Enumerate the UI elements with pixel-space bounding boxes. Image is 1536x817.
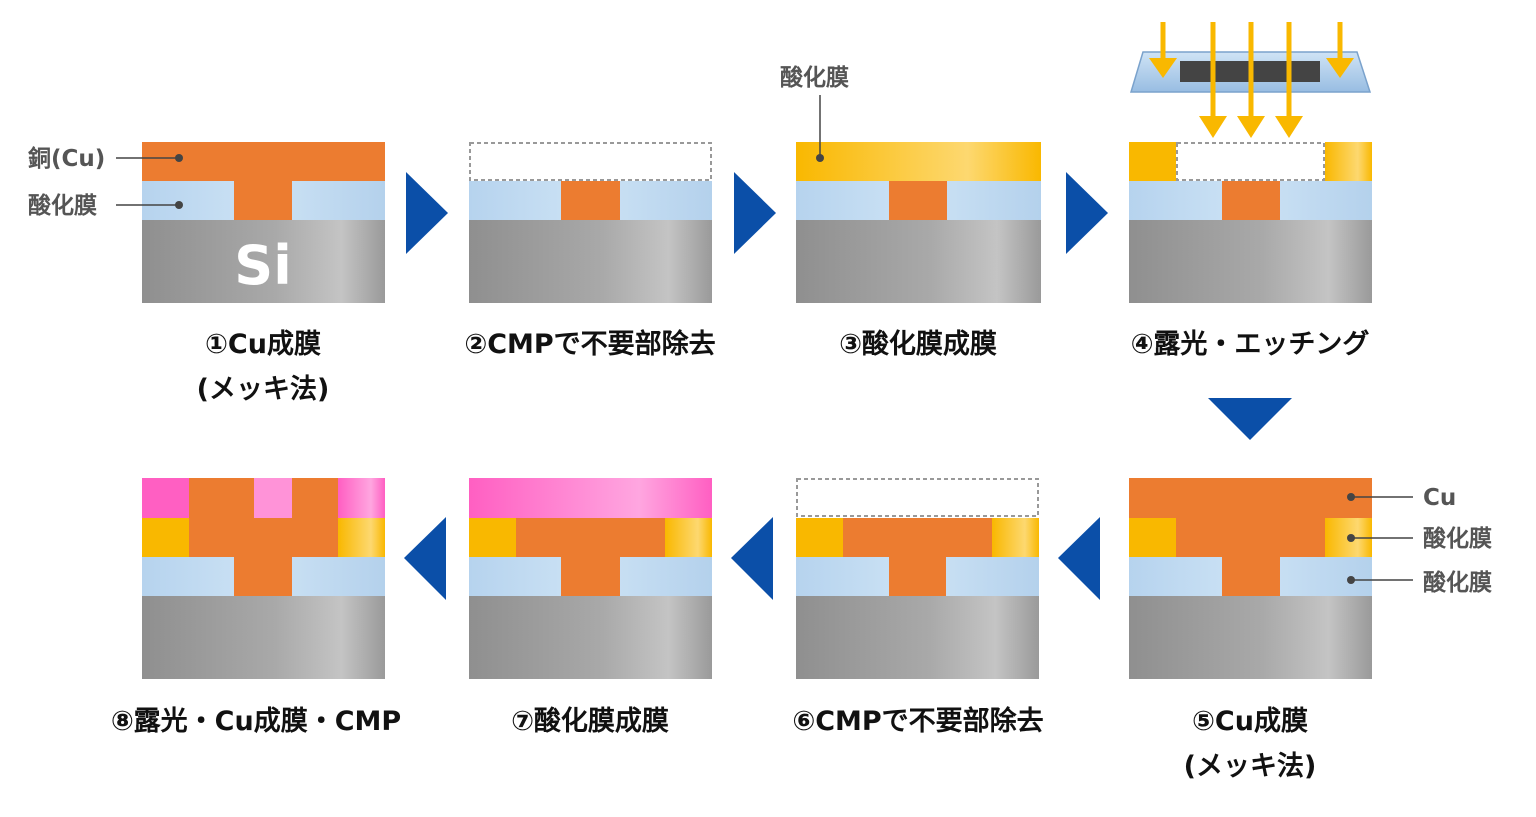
oxide-left-block xyxy=(796,518,843,557)
step-3-cross-section: 酸化膜 xyxy=(780,64,1041,303)
silicon-substrate xyxy=(796,220,1041,303)
oxide-left-block xyxy=(142,518,189,557)
exposure-light-rays-icon xyxy=(1149,22,1354,138)
copper-plug xyxy=(234,181,292,220)
oxide-callout-dot xyxy=(1347,576,1355,584)
step-5-caption: ⑤Cu成膜 xyxy=(1192,706,1308,737)
silicon-substrate xyxy=(1129,596,1372,679)
oxide-callout-label: 酸化膜 xyxy=(780,64,849,91)
copper-plug xyxy=(234,557,292,596)
step-4-caption: ④露光・エッチング xyxy=(1131,328,1370,360)
step-8-caption: ⑧露光・Cu成膜・CMP xyxy=(111,706,401,737)
silicon-substrate xyxy=(796,596,1039,679)
copper-layer xyxy=(142,142,385,181)
step-3-caption: ③酸化膜成膜 xyxy=(839,329,997,360)
step-6-caption: ⑥CMPで不要部除去 xyxy=(792,705,1043,737)
new-oxide-layer xyxy=(469,478,712,518)
oxide-callout-dot xyxy=(1347,534,1355,542)
silicon-substrate xyxy=(1129,220,1372,303)
step-1-caption-2: (メッキ法) xyxy=(197,374,330,405)
silicon-substrate xyxy=(469,220,712,303)
step-7-caption: ⑦酸化膜成膜 xyxy=(511,706,669,737)
copper-plug xyxy=(561,557,620,596)
oxide-left-block xyxy=(1129,142,1176,181)
pink-oxide-right xyxy=(338,478,385,518)
arrow-left-icon xyxy=(404,517,446,600)
copper-trench-fill xyxy=(843,518,992,557)
cu-callout-dot xyxy=(1347,493,1355,501)
copper-plug xyxy=(1222,557,1280,596)
copper-plug xyxy=(1222,181,1280,220)
step-5-caption-2: (メッキ法) xyxy=(1184,751,1317,782)
oxide-right-block xyxy=(1325,142,1372,181)
copper-trench-fill xyxy=(516,518,665,557)
oxide-right-block xyxy=(338,518,385,557)
step-7-cross-section xyxy=(469,478,712,679)
new-oxide-layer xyxy=(796,142,1041,181)
oxide-left-block xyxy=(1129,518,1176,557)
oxide-callout-label: 酸化膜 xyxy=(1423,525,1492,552)
arrow-right-icon xyxy=(1066,172,1108,254)
copper-plug xyxy=(561,181,620,220)
step-4-cross-section xyxy=(1129,22,1372,303)
copper-plug xyxy=(889,557,946,596)
oxide-callout-label: 酸化膜 xyxy=(1423,569,1492,596)
copper-trench-fill xyxy=(189,518,338,557)
cu-callout-label: Cu xyxy=(1423,485,1456,511)
pink-oxide-middle xyxy=(254,478,292,518)
oxide-left-block xyxy=(469,518,516,557)
copper-layer xyxy=(1129,478,1372,518)
arrow-right-icon xyxy=(734,172,776,254)
oxide-right-block xyxy=(665,518,712,557)
removed-copper-outline xyxy=(469,142,712,181)
oxide-callout-label: 酸化膜 xyxy=(28,192,97,219)
copper-top-left xyxy=(189,478,254,518)
oxide-callout-dot xyxy=(175,201,183,209)
oxide-right-block xyxy=(992,518,1039,557)
copper-trench-fill xyxy=(1176,518,1325,557)
arrow-down-icon xyxy=(1208,398,1292,440)
arrow-right-icon xyxy=(406,172,448,254)
step-2-cross-section xyxy=(469,142,712,303)
silicon-label: Si xyxy=(234,234,291,297)
removed-copper-outline xyxy=(796,478,1039,517)
pink-oxide-left xyxy=(142,478,189,518)
silicon-substrate xyxy=(142,596,385,679)
copper-top-right xyxy=(292,478,338,518)
step-2-caption: ②CMPで不要部除去 xyxy=(464,328,715,360)
step-5-cross-section: Cu 酸化膜 酸化膜 xyxy=(1129,478,1492,679)
arrow-left-icon xyxy=(731,517,773,600)
silicon-substrate xyxy=(469,596,712,679)
copper-callout-dot xyxy=(175,154,183,162)
etched-region-outline xyxy=(1176,142,1325,181)
oxide-callout-dot xyxy=(816,154,824,162)
silicon-substrate xyxy=(142,220,385,303)
copper-callout-label: 銅(Cu) xyxy=(28,145,105,172)
step-6-cross-section xyxy=(796,478,1039,679)
arrow-left-icon xyxy=(1058,517,1100,600)
copper-plug xyxy=(889,181,947,220)
step-1-caption: ①Cu成膜 xyxy=(205,329,321,360)
step-1-cross-section: Si 銅(Cu) 酸化膜 xyxy=(28,142,385,303)
step-8-cross-section xyxy=(142,478,385,679)
